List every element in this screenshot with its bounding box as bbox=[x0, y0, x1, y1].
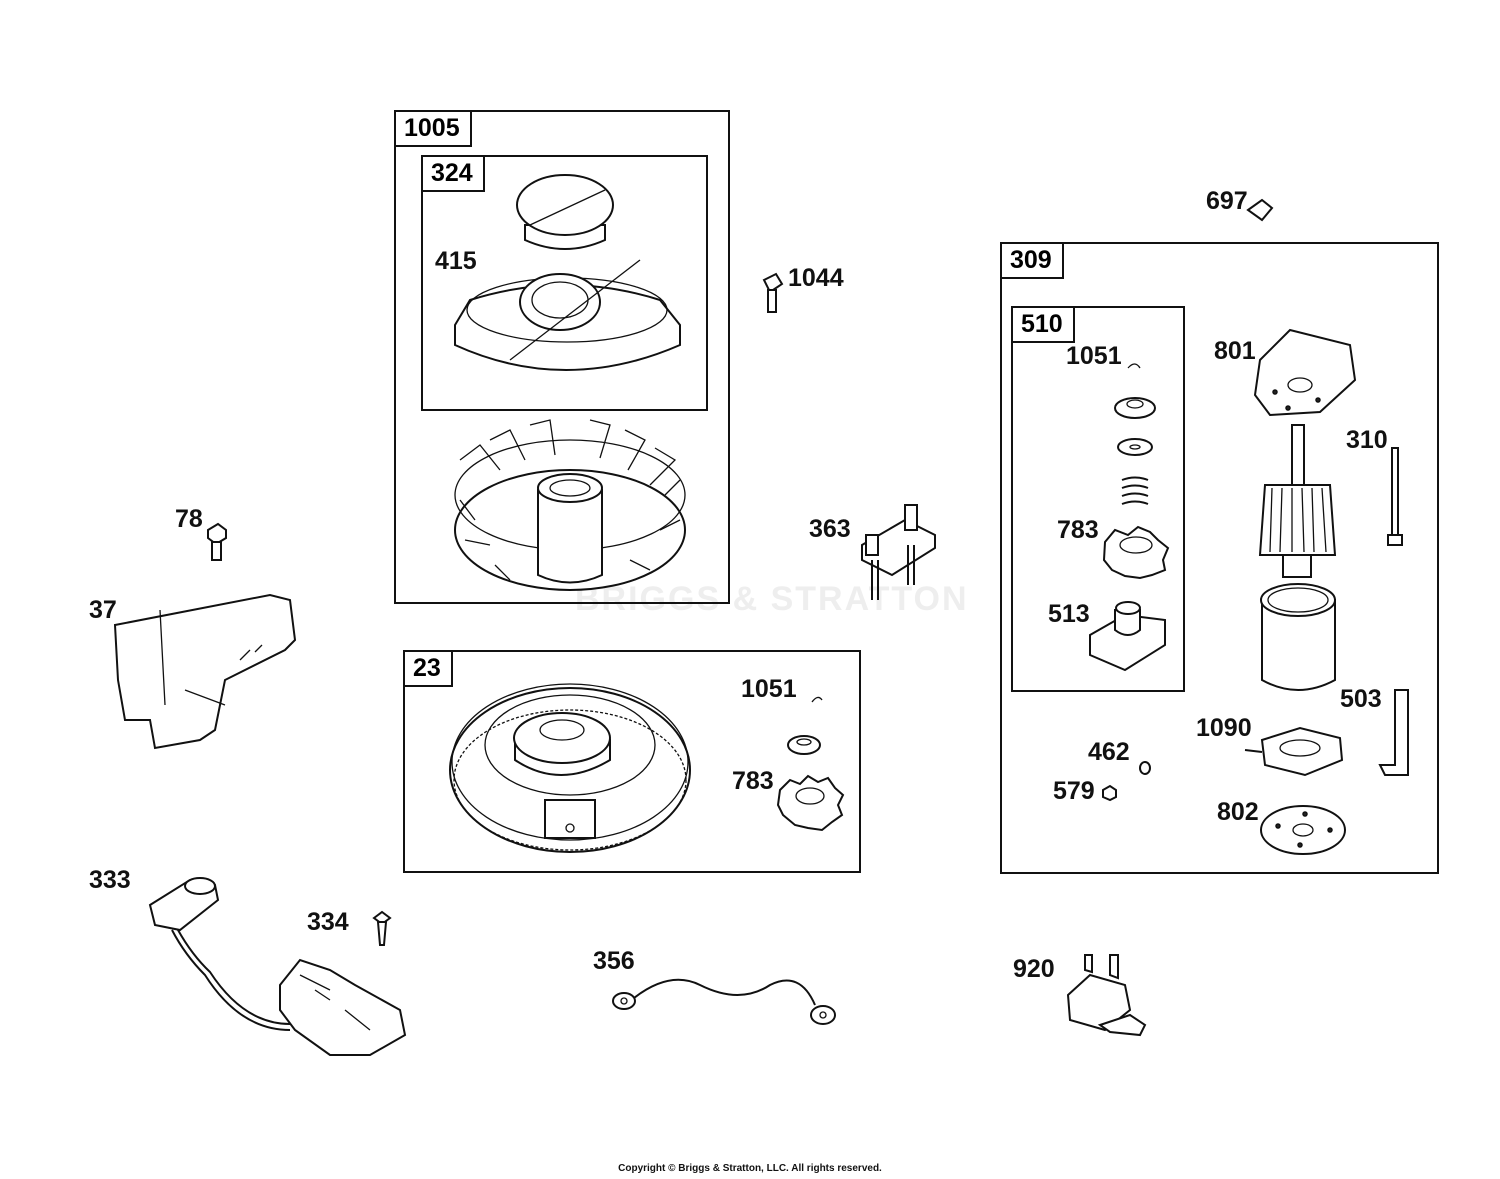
part-drawing-513-drive[interactable] bbox=[1089, 601, 1166, 672]
part-label-579[interactable]: 579 bbox=[1053, 777, 1095, 805]
part-label-513[interactable]: 513 bbox=[1048, 600, 1090, 628]
part-drawing-697-screw[interactable] bbox=[1246, 198, 1274, 222]
part-label-78[interactable]: 78 bbox=[175, 505, 203, 533]
group-box-510: 510 bbox=[1011, 306, 1185, 692]
part-drawing-cup[interactable] bbox=[1114, 397, 1156, 419]
part-label-462[interactable]: 462 bbox=[1088, 738, 1130, 766]
part-drawing-462-washer[interactable] bbox=[1139, 761, 1151, 775]
group-label-510[interactable]: 510 bbox=[1011, 306, 1075, 343]
group-label-23[interactable]: 23 bbox=[403, 650, 453, 687]
part-label-37[interactable]: 37 bbox=[89, 596, 117, 624]
part-label-783-flywheel[interactable]: 783 bbox=[732, 767, 774, 795]
part-label-697[interactable]: 697 bbox=[1206, 187, 1248, 215]
part-drawing-324-cap[interactable] bbox=[516, 174, 614, 250]
group-box-1005: 1005 bbox=[394, 110, 730, 604]
part-drawing-78-bolt[interactable] bbox=[207, 522, 227, 561]
part-drawing-1051-retainer-a[interactable] bbox=[787, 696, 823, 755]
part-drawing-fan[interactable] bbox=[454, 419, 686, 591]
part-drawing-starter-housing[interactable] bbox=[1260, 583, 1336, 691]
part-drawing-washer[interactable] bbox=[1117, 438, 1153, 456]
part-label-801[interactable]: 801 bbox=[1214, 337, 1256, 365]
part-label-503[interactable]: 503 bbox=[1340, 685, 1382, 713]
part-label-783-starter[interactable]: 783 bbox=[1057, 516, 1099, 544]
part-drawing-334-screw[interactable] bbox=[372, 910, 392, 946]
part-drawing-1090-brush[interactable] bbox=[1244, 726, 1344, 777]
part-drawing-783-gear-b[interactable] bbox=[1102, 525, 1170, 580]
part-label-1044[interactable]: 1044 bbox=[788, 264, 844, 292]
part-drawing-503-strap[interactable] bbox=[1378, 689, 1409, 776]
part-label-415[interactable]: 415 bbox=[435, 247, 477, 275]
group-label-309[interactable]: 309 bbox=[1000, 242, 1064, 279]
part-drawing-415-housing[interactable] bbox=[454, 259, 681, 371]
group-box-23: 23 bbox=[403, 650, 861, 873]
part-label-920[interactable]: 920 bbox=[1013, 955, 1055, 983]
part-label-333[interactable]: 333 bbox=[89, 866, 131, 894]
group-label-1005[interactable]: 1005 bbox=[394, 110, 472, 147]
part-drawing-801-plate[interactable] bbox=[1253, 328, 1357, 417]
part-drawing-37-shroud[interactable] bbox=[113, 593, 297, 750]
part-label-334[interactable]: 334 bbox=[307, 908, 349, 936]
part-label-1051-starter[interactable]: 1051 bbox=[1066, 342, 1122, 370]
copyright-notice: Copyright © Briggs & Stratton, LLC. All … bbox=[618, 1163, 882, 1174]
part-drawing-1044-bolt[interactable] bbox=[762, 272, 784, 313]
part-drawing-356-wire[interactable] bbox=[612, 978, 836, 1025]
part-drawing-363-bracket[interactable] bbox=[861, 504, 936, 600]
part-drawing-flywheel[interactable] bbox=[449, 683, 691, 853]
part-drawing-333-module[interactable] bbox=[148, 877, 407, 1056]
part-drawing-armature[interactable] bbox=[1258, 424, 1337, 578]
part-drawing-783-gear-a[interactable] bbox=[776, 774, 845, 832]
part-drawing-579-nut[interactable] bbox=[1102, 784, 1117, 802]
part-label-1090[interactable]: 1090 bbox=[1196, 714, 1252, 742]
part-drawing-920-solenoid[interactable] bbox=[1066, 954, 1147, 1037]
group-box-324: 324 bbox=[421, 155, 708, 411]
part-drawing-spring[interactable] bbox=[1121, 476, 1149, 505]
brand-watermark: BRIGGS & STRATTON bbox=[575, 580, 969, 618]
part-drawing-310-bolt[interactable] bbox=[1387, 447, 1403, 546]
part-label-310[interactable]: 310 bbox=[1346, 426, 1388, 454]
group-label-324[interactable]: 324 bbox=[421, 155, 485, 192]
part-label-363[interactable]: 363 bbox=[809, 515, 851, 543]
group-box-309: 309 bbox=[1000, 242, 1439, 874]
part-label-1051-flywheel[interactable]: 1051 bbox=[741, 675, 797, 703]
part-label-356[interactable]: 356 bbox=[593, 947, 635, 975]
part-drawing-1051-retainer-b[interactable] bbox=[1127, 363, 1141, 369]
part-label-802[interactable]: 802 bbox=[1217, 798, 1259, 826]
part-drawing-802-plate[interactable] bbox=[1260, 805, 1346, 855]
